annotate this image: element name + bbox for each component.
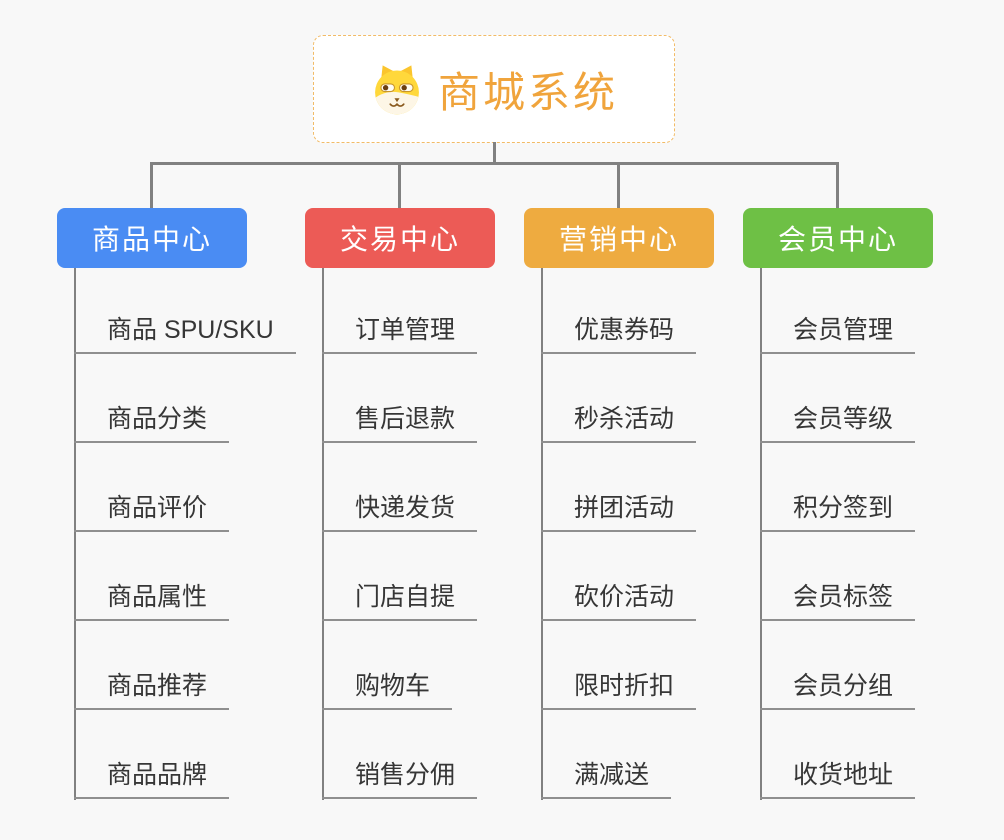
child-node[interactable]: 收货地址 — [760, 759, 916, 799]
child-node[interactable]: 商品 SPU/SKU — [74, 314, 296, 354]
child-node[interactable]: 积分签到 — [760, 492, 916, 532]
child-node[interactable]: 商品品牌 — [74, 759, 230, 799]
branch-header-marketing[interactable]: 营销中心 — [524, 208, 714, 268]
child-node[interactable]: 会员等级 — [760, 403, 916, 443]
child-node[interactable]: 会员分组 — [760, 670, 916, 710]
root-node[interactable]: 商城系统 — [313, 35, 675, 143]
child-node[interactable]: 售后退款 — [322, 403, 478, 443]
child-node[interactable]: 商品属性 — [74, 581, 230, 621]
child-node[interactable]: 优惠券码 — [541, 314, 697, 354]
connector-drop — [617, 162, 620, 209]
child-node[interactable]: 会员标签 — [760, 581, 916, 621]
child-node[interactable]: 快递发货 — [322, 492, 478, 532]
branch-trunk-line — [541, 268, 543, 800]
connector-drop — [836, 162, 839, 209]
child-node[interactable]: 门店自提 — [322, 581, 478, 621]
child-node[interactable]: 限时折扣 — [541, 670, 697, 710]
connector-root-stub — [493, 142, 496, 163]
child-node[interactable]: 砍价活动 — [541, 581, 697, 621]
child-node[interactable]: 拼团活动 — [541, 492, 697, 532]
branch-marketing-center: 营销中心 优惠券码 秒杀活动 拼团活动 砍价活动 限时折扣 满减送 — [524, 208, 784, 808]
branch-trunk-line — [74, 268, 76, 800]
root-title: 商城系统 — [437, 68, 618, 116]
dog-mascot-icon — [370, 62, 424, 116]
child-node[interactable]: 商品分类 — [74, 403, 230, 443]
connector-drop — [398, 162, 401, 209]
child-node[interactable]: 商品评价 — [74, 492, 230, 532]
connector-bus — [150, 162, 839, 165]
child-node[interactable]: 商品推荐 — [74, 670, 230, 710]
branch-trunk-line — [760, 268, 762, 800]
branch-trade-center: 交易中心 订单管理 售后退款 快递发货 门店自提 购物车 销售分佣 — [305, 208, 565, 808]
branch-product-center: 商品中心 商品 SPU/SKU 商品分类 商品评价 商品属性 商品推荐 商品品牌 — [57, 208, 317, 808]
child-node[interactable]: 满减送 — [541, 759, 672, 799]
branch-header-product[interactable]: 商品中心 — [57, 208, 247, 268]
connector-drop — [150, 162, 153, 209]
child-node[interactable]: 销售分佣 — [322, 759, 478, 799]
child-node[interactable]: 订单管理 — [322, 314, 478, 354]
child-node[interactable]: 购物车 — [322, 670, 453, 710]
branch-trunk-line — [322, 268, 324, 800]
child-node[interactable]: 会员管理 — [760, 314, 916, 354]
branch-header-member[interactable]: 会员中心 — [743, 208, 933, 268]
child-node[interactable]: 秒杀活动 — [541, 403, 697, 443]
branch-member-center: 会员中心 会员管理 会员等级 积分签到 会员标签 会员分组 收货地址 — [743, 208, 1003, 808]
branch-header-trade[interactable]: 交易中心 — [305, 208, 495, 268]
